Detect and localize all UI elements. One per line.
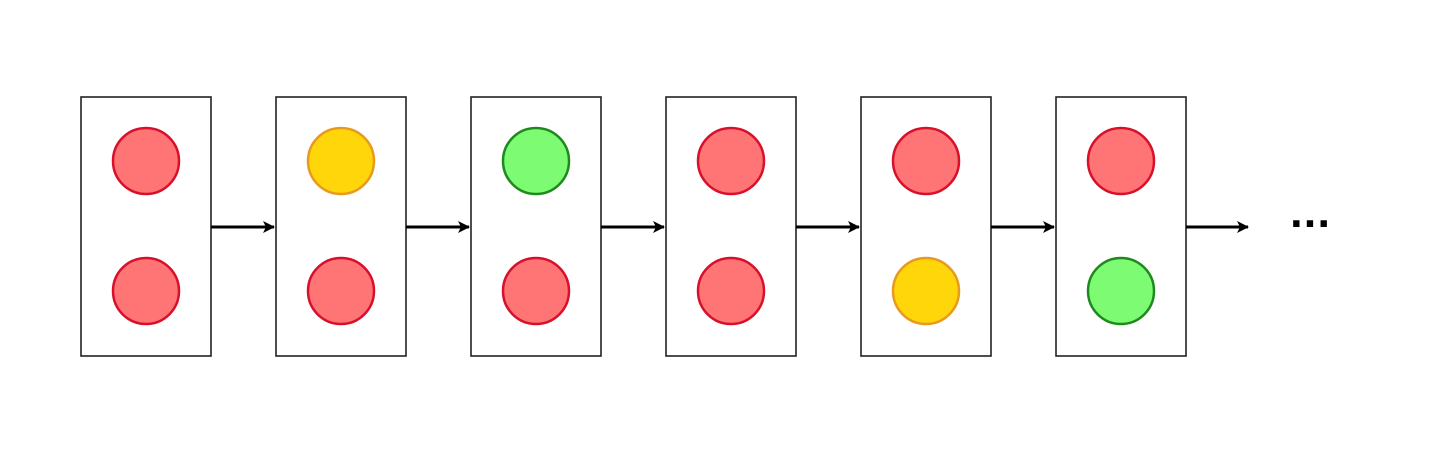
bottom-light-red: [696, 256, 766, 326]
state-1: [80, 96, 212, 357]
top-light-red: [111, 126, 181, 196]
continuation-ellipsis: ···: [1289, 204, 1330, 245]
bottom-light-red: [111, 256, 181, 326]
top-light-green: [501, 126, 571, 196]
state-6: [1055, 96, 1187, 357]
bottom-light-green: [1086, 256, 1156, 326]
state-5: [860, 96, 992, 357]
states-layer: [80, 96, 1187, 357]
state-4: [665, 96, 797, 357]
top-light-red: [1086, 126, 1156, 196]
bottom-light-red: [501, 256, 571, 326]
top-light-red: [696, 126, 766, 196]
bottom-light-red: [306, 256, 376, 326]
top-light-red: [891, 126, 961, 196]
bottom-light-yellow: [891, 256, 961, 326]
state-2: [275, 96, 407, 357]
top-light-yellow: [306, 126, 376, 196]
state-3: [470, 96, 602, 357]
